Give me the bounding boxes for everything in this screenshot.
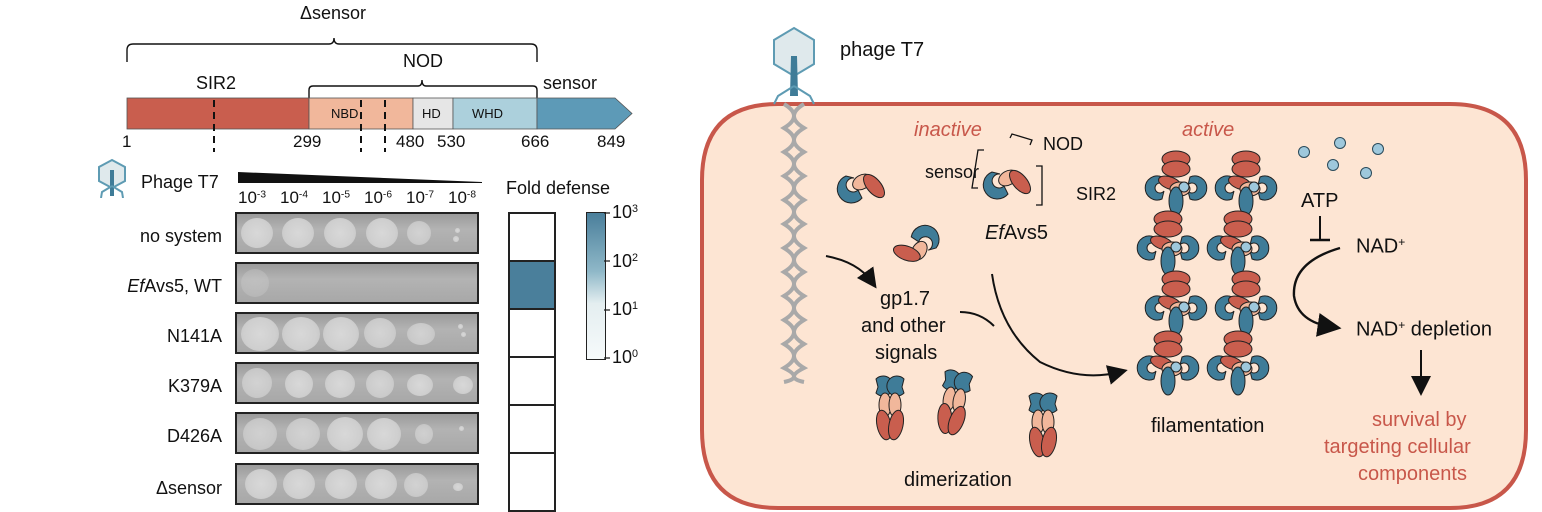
- dilution-label: 10-4: [280, 188, 308, 207]
- segment-label-whd: WHD: [472, 106, 504, 121]
- segment-label-hd: HD: [422, 106, 441, 121]
- segment-whd: [452, 97, 538, 130]
- position-530: 530: [437, 132, 466, 151]
- model-graphic: [700, 26, 1528, 510]
- outcome-line-3: components: [1358, 463, 1467, 485]
- dimer: [873, 375, 907, 442]
- segment-hd: [412, 97, 454, 130]
- segment-sir2: [126, 97, 310, 130]
- heatmap-cell-efavs5-wt: [508, 260, 556, 310]
- signal-label-1: gp1.7: [880, 288, 931, 310]
- plate-n141a: [235, 312, 479, 354]
- legend-sensor-label: sensor: [925, 162, 980, 182]
- colorbar-tick-label: 102: [612, 251, 639, 271]
- efavs5-label: EfAvs5: [985, 222, 1049, 244]
- plate-efavs5-wt: [235, 262, 479, 304]
- delta-sensor-brace: [126, 37, 538, 62]
- phage-t7-label: Phage T7: [141, 172, 219, 192]
- signal-label-2: and other: [861, 315, 946, 337]
- segment-label-nbd: NBD: [331, 106, 359, 121]
- row-label-k379a: K379A: [167, 376, 222, 396]
- model-phage-label: phage T7: [840, 39, 925, 61]
- plate-delta-sensor: [235, 463, 479, 505]
- phage-t7-icon: [773, 26, 815, 105]
- outcome-line-2: targeting cellular: [1324, 436, 1471, 458]
- legend-sir2-label: SIR2: [1076, 184, 1117, 204]
- colorbar-tick-label: 101: [612, 299, 639, 319]
- position-849: 849: [597, 132, 626, 151]
- domain-map-graphic: [126, 37, 633, 152]
- heatmap-cell-k379a: [508, 356, 556, 406]
- signal-arrow: [825, 255, 877, 289]
- row-label-efavs5-wt: EfAvs5, WT: [127, 276, 222, 296]
- inactive-label: inactive: [914, 119, 982, 141]
- row-label-delta-sensor: Δsensor: [155, 478, 222, 498]
- colorbar-tick-label: 100: [612, 347, 639, 367]
- heatmap-cell-d426a: [508, 404, 556, 454]
- legend-nod-label: NOD: [1043, 134, 1083, 154]
- dilution-label: 10-7: [406, 188, 434, 207]
- dimerization-label: dimerization: [904, 469, 1012, 491]
- dimer: [1026, 392, 1060, 459]
- nad-label: NAD+: [1356, 235, 1406, 258]
- atp-label: ATP: [1301, 190, 1339, 212]
- dilution-label: 10-3: [238, 188, 266, 207]
- dilution-label: 10-8: [448, 188, 476, 207]
- delta-sensor-label: Δsensor: [300, 3, 367, 23]
- sensor-label: sensor: [543, 73, 598, 93]
- row-label-no-system: no system: [139, 226, 222, 246]
- dilution-label: 10-5: [322, 188, 350, 207]
- heatmap-cell-delta-sensor: [508, 452, 556, 512]
- dilution-wedge: [238, 172, 482, 183]
- fold-defense-title: Fold defense: [506, 178, 611, 198]
- filament-arrow: [991, 273, 1128, 385]
- phage-icon: [98, 158, 126, 198]
- position-299: 299: [293, 132, 322, 151]
- atp-molecules: [1298, 137, 1384, 179]
- nod-label: NOD: [403, 51, 443, 71]
- nad-depletion-label: NAD+ depletion: [1356, 318, 1492, 341]
- sir2-label: SIR2: [196, 73, 237, 93]
- position-480: 480: [396, 132, 425, 151]
- position-1: 1: [122, 132, 132, 151]
- plate-no-system: [235, 212, 479, 254]
- position-666: 666: [521, 132, 550, 151]
- colorbar-ticks: [604, 212, 610, 359]
- plate-k379a: [235, 362, 479, 404]
- filamentation-label: filamentation: [1151, 415, 1265, 437]
- segment-sensor: [536, 97, 633, 130]
- nod-brace: [308, 79, 538, 98]
- cell-membrane: [700, 102, 1528, 510]
- plate-d426a: [235, 412, 479, 454]
- dilution-label: 10-6: [364, 188, 392, 207]
- active-label: active: [1182, 119, 1235, 141]
- heatmap-cell-no-system: [508, 212, 556, 262]
- dna-helix: [779, 102, 809, 384]
- outcome-line-1: survival by: [1372, 409, 1467, 431]
- heatmap-cell-n141a: [508, 308, 556, 358]
- colorbar-tick-label: 103: [612, 202, 639, 222]
- row-label-n141a: N141A: [166, 326, 222, 346]
- row-label-d426a: D426A: [166, 426, 222, 446]
- signal-label-3: signals: [875, 342, 938, 364]
- colorbar: [586, 212, 606, 360]
- nad-consumption-arrow: [1292, 246, 1342, 337]
